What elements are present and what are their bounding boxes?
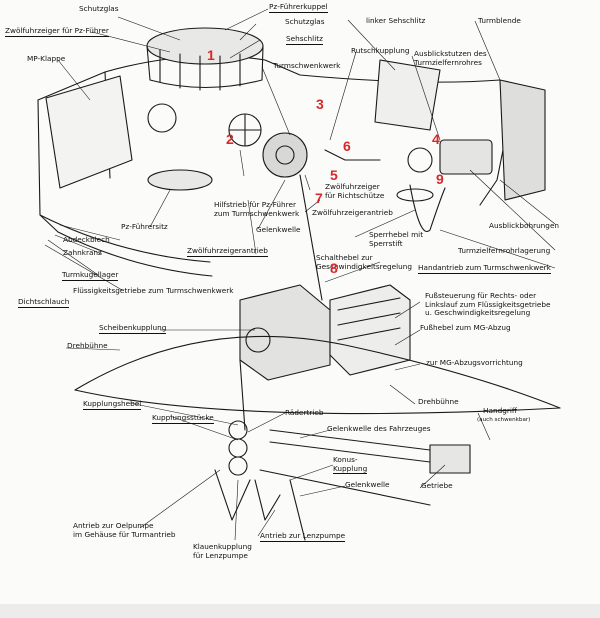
label-antrieb-oelpumpe: Antrieb zur Oelpumpe im Gehäuse für Turm… [73, 521, 176, 539]
label-drehbuehne-right: Drehbühne [418, 397, 459, 406]
label-zwoelf-antrieb: Zwölfuhrzeigerantrieb [312, 208, 393, 217]
turret-wall [37, 55, 506, 206]
telescope-mount [439, 139, 493, 175]
label-getriebe: Getriebe [421, 481, 453, 490]
label-turmzielfernrohrlagerung: Turmzielfernrohrlagerung [458, 246, 551, 255]
gunsight-hatch [374, 59, 441, 131]
label-abdeckblech: Abdeckblech [63, 235, 110, 244]
label-zwoelf-antrieb-2: Zwölfuhrzeigerantrieb [187, 246, 268, 257]
label-zwoelf-pz: Zwölfuhrzeiger für Pz-Führer [5, 26, 109, 37]
fluid-transmission [239, 284, 331, 381]
mp-flap [45, 75, 133, 189]
label-konus-kupplung: Konus- Kupplung [333, 455, 368, 475]
label-zahnkranz: Zahnkranz [63, 248, 102, 257]
commander-seat [147, 169, 213, 191]
label-handantrieb: Handantrieb zum Turmschwenkwerk [418, 263, 551, 274]
marker-1: 1 [207, 47, 215, 63]
label-turmschwenkwerk: Turmschwenkwerk [273, 61, 341, 70]
label-sehschlitz: Sehschlitz [286, 34, 323, 45]
label-gelenkwelle-2: Gelenkwelle [345, 480, 390, 489]
marker-8: 8 [330, 260, 338, 276]
marker-3: 3 [316, 96, 324, 112]
marker-4: 4 [432, 131, 440, 147]
marker-6: 6 [343, 138, 351, 154]
marker-7: 7 [315, 190, 323, 206]
turret-mantlet [499, 79, 546, 201]
label-pz-fuehrersitz: Pz-Führersitz [121, 222, 168, 231]
label-kupplungshebel: Kupplungshebel [83, 399, 142, 410]
label-fusshebel: Fußhebel zum MG-Abzug [420, 323, 511, 332]
label-turmkugellager: Turmkugellager [62, 270, 119, 281]
traverse-gear [262, 132, 308, 178]
label-linker-sehschlitz: linker Sehschlitz [366, 16, 426, 25]
marker-5: 5 [330, 167, 338, 183]
label-scheibenkupplung: Scheibenkupplung [99, 323, 167, 334]
label-hilfstrieb: Hilfstrieb für Pz-Führer zum Turmschwenk… [214, 200, 300, 218]
label-schalthebel: Schalthebel zur Geschwindigkeitsregelung [316, 253, 412, 271]
label-dichtschlauch: Dichtschlauch [18, 297, 70, 308]
label-schutzglas-2: Schutzglas [285, 17, 325, 26]
label-antrieb-lenzpumpe: Antrieb zur Lenzpumpe [260, 531, 346, 542]
label-drehbuehne-left: Drehbühne [67, 341, 108, 350]
label-ausblickbohrungen: Ausblickbohrungen [489, 221, 560, 230]
label-sperrhebel: Sperrhebel mit Sperrstift [369, 230, 424, 248]
label-kupplungsstuecke: Kupplungsstücke [152, 413, 214, 424]
label-handgriff: Handgriff [483, 406, 517, 415]
label-schwenkbar: (auch schwenkbar) [477, 417, 531, 423]
commander-cupola [146, 27, 264, 65]
label-schutzglas-top: Schutzglas [79, 4, 119, 13]
label-turmblende: Turmblende [478, 16, 521, 25]
label-gelenkwelle-fahrzeug: Gelenkwelle des Fahrzeuges [327, 424, 431, 433]
label-fluessigkeitsgetriebe: Flüssigkeitsgetriebe zum Turmschwenkwerk [73, 286, 234, 295]
label-mp-klappe: MP-Klappe [27, 54, 66, 63]
label-pz-fuehrerkuppel: Pz-Führerkuppel [269, 2, 328, 13]
label-mg-abzug: zur MG-Abzugsvorrichtung [426, 358, 523, 367]
label-gelenkwelle: Gelenkwelle [256, 225, 301, 234]
marker-9: 9 [436, 171, 444, 187]
label-zwoelf-richt: Zwölfuhrzeiger für Richtschütze [325, 182, 385, 200]
marker-2: 2 [226, 131, 234, 147]
label-ausblickstutzen: Ausblickstutzen des Turmzielfernrohres [414, 49, 487, 67]
bottom-strip [0, 604, 600, 618]
label-fusssteuerung: Fußsteuerung für Rechts- oder Linkslauf … [425, 291, 551, 318]
label-klauenkupplung: Klauenkupplung für Lenzpumpe [193, 542, 252, 560]
label-raedertrieb: Rädertrieb [285, 408, 324, 417]
turntable [74, 335, 561, 409]
label-rutschkupplung: Rutschkupplung [351, 46, 410, 55]
